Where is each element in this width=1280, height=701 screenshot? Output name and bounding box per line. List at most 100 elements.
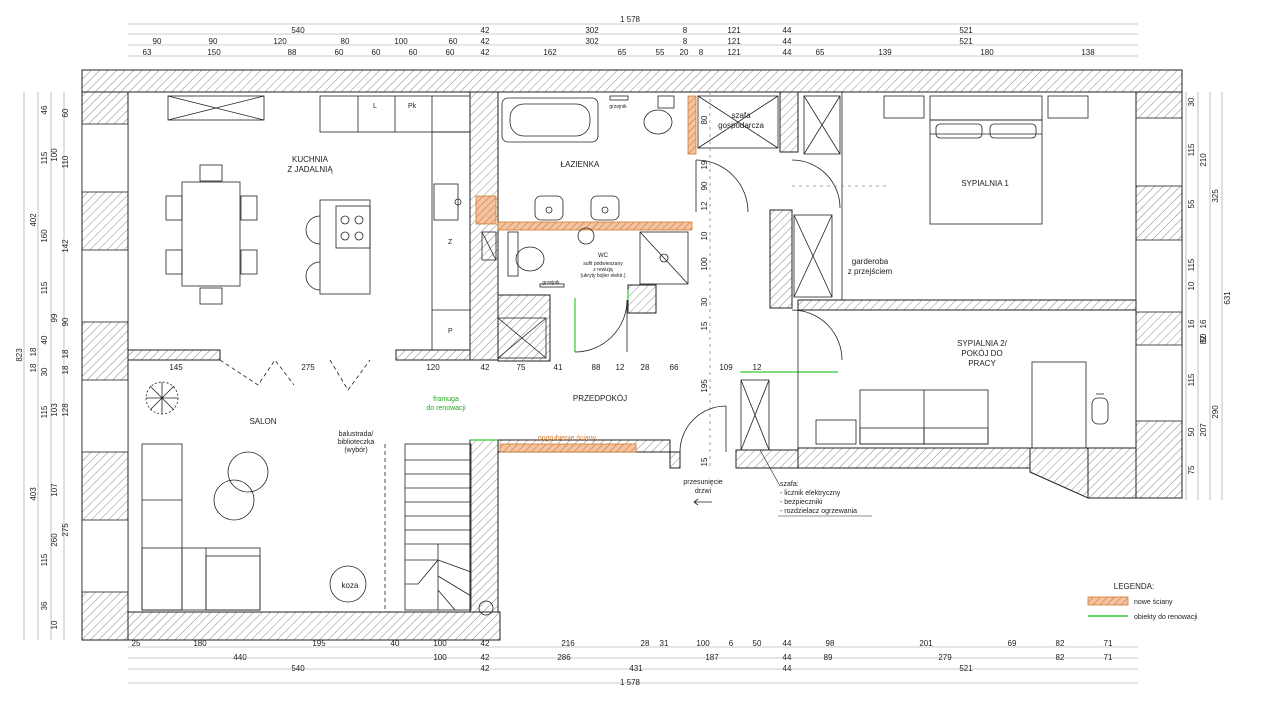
dim-r4-0: 63	[143, 48, 152, 57]
dim-r-16b: 16	[1199, 319, 1208, 328]
inner-v-7: 15	[700, 321, 709, 330]
room-living: SALON	[249, 417, 276, 426]
dim-l-40: 40	[40, 335, 49, 344]
dim-r4-15: 65	[816, 48, 825, 57]
dimension-labels-bottom: 25 180 195 40 100 42 216 28 31 100 6 50 …	[132, 639, 1113, 687]
room-bedroom1: SYPIALNIA 1	[961, 179, 1009, 188]
legend-new-walls-swatch	[1087, 596, 1129, 606]
dim-top-521: 521	[959, 26, 973, 35]
dim-total-bottom: 1 578	[620, 678, 641, 687]
dim-b1-5: 42	[481, 639, 490, 648]
dim-b1-15: 69	[1008, 639, 1017, 648]
dim-l-100: 100	[50, 148, 59, 162]
dim-b2-7: 279	[938, 653, 952, 662]
dim-b2-6: 89	[824, 653, 833, 662]
dim-b3-3: 44	[783, 664, 792, 673]
renovation-lines	[470, 290, 838, 441]
inner-h-1: 275	[301, 363, 315, 372]
inner-v-3: 12	[700, 201, 709, 210]
dim-r-55: 55	[1187, 199, 1196, 208]
room-bedroom2-1: SYPIALNIA 2/	[957, 339, 1008, 348]
dim-l-110: 110	[61, 155, 70, 168]
dim-top-42: 42	[481, 26, 490, 35]
closet-notes: szafa: - licznik elektryczny - bezpieczn…	[780, 481, 857, 515]
dim-r3-7: 302	[585, 37, 599, 46]
room-wardrobe-2: z przejściem	[848, 267, 893, 276]
dim-r-210: 210	[1199, 153, 1208, 167]
dim-r3-4: 100	[394, 37, 408, 46]
wc-note-1: sufit podwieszany	[583, 261, 623, 267]
dim-r4-1: 150	[207, 48, 221, 57]
dim-b1-12: 44	[783, 639, 792, 648]
inner-h-8: 28	[641, 363, 650, 372]
dim-b1-17: 71	[1104, 639, 1113, 648]
dim-top-8: 8	[683, 26, 688, 35]
cabinet-label-l: L	[373, 103, 377, 110]
balustrade-1: balustrada/	[339, 431, 374, 438]
dim-l-823: 823	[15, 348, 24, 362]
inner-h-0: 145	[169, 363, 183, 372]
kitchen-cabinet-labels: L Pk Z P	[373, 103, 453, 335]
dim-r4-7: 42	[481, 48, 490, 57]
inner-h-3: 42	[481, 363, 490, 372]
balustrade-3: (wybór)	[344, 447, 367, 454]
dim-b3-0: 540	[291, 664, 305, 673]
dim-b2-1: 100	[433, 653, 447, 662]
dim-r3-3: 80	[341, 37, 350, 46]
dim-l-160: 160	[40, 229, 49, 243]
dim-l-30: 30	[40, 367, 49, 376]
dim-r-30: 30	[1187, 97, 1196, 106]
dim-b1-16: 82	[1056, 639, 1065, 648]
new-walls	[475, 95, 697, 453]
dim-r4-9: 65	[618, 48, 627, 57]
dim-b1-0: 25	[132, 639, 141, 648]
dim-b1-8: 31	[660, 639, 669, 648]
move-door-arrow	[693, 498, 712, 506]
dim-r-16a: 16	[1187, 319, 1196, 328]
dim-l-46: 46	[40, 105, 49, 114]
inner-h-7: 12	[616, 363, 625, 372]
room-utility-1: szafa	[731, 111, 751, 120]
inner-v-0: 80	[700, 115, 709, 124]
move-door-2: drzwi	[695, 488, 712, 495]
closet-note-title: szafa:	[780, 481, 799, 488]
dim-r-115a: 115	[1187, 143, 1196, 156]
dim-b3-1: 42	[481, 664, 490, 673]
dim-l-18b: 18	[29, 363, 38, 372]
dim-l-18c: 18	[61, 349, 70, 358]
dim-r4-5: 60	[409, 48, 418, 57]
dim-l-403: 403	[29, 487, 38, 501]
dim-b2-5: 44	[783, 653, 792, 662]
dim-b1-6: 216	[561, 639, 575, 648]
dim-r-290: 290	[1211, 405, 1220, 419]
dim-b2-2: 42	[481, 653, 490, 662]
bathroom-fixtures	[481, 95, 689, 359]
balustrade-2: biblioteczka	[338, 439, 375, 446]
closet-note-3: - rozdzielacz ogrzewania	[780, 508, 857, 515]
dim-b2-4: 187	[705, 653, 719, 662]
dim-b1-7: 28	[641, 639, 650, 648]
inner-h-2: 120	[426, 363, 440, 372]
wc-note-2: z rewizją	[593, 267, 613, 273]
radiator-wc: grzejnik	[542, 280, 560, 286]
interior-walls	[127, 91, 1137, 613]
dim-l-36: 36	[40, 601, 49, 610]
dim-l-107: 107	[50, 483, 59, 497]
closets	[697, 92, 843, 451]
dim-b1-10: 6	[729, 639, 734, 648]
dimensions-right	[1185, 92, 1223, 500]
dim-r4-12: 8	[699, 48, 704, 57]
dim-r3-9: 121	[727, 37, 741, 46]
dimensions-left	[23, 92, 65, 640]
dim-r4-17: 180	[980, 48, 994, 57]
dim-l-115a: 115	[40, 151, 49, 164]
dim-b1-9: 100	[696, 639, 710, 648]
dim-l-260: 260	[50, 533, 59, 547]
inner-h-4: 75	[517, 363, 526, 372]
inner-v-8: 195	[700, 379, 709, 393]
dimensions-bottom	[128, 646, 1138, 684]
room-hallway: PRZEDPOKÓJ	[573, 394, 627, 403]
dim-r4-11: 20	[680, 48, 689, 57]
dim-top-302: 302	[585, 26, 599, 35]
dim-b2-8: 82	[1056, 653, 1065, 662]
